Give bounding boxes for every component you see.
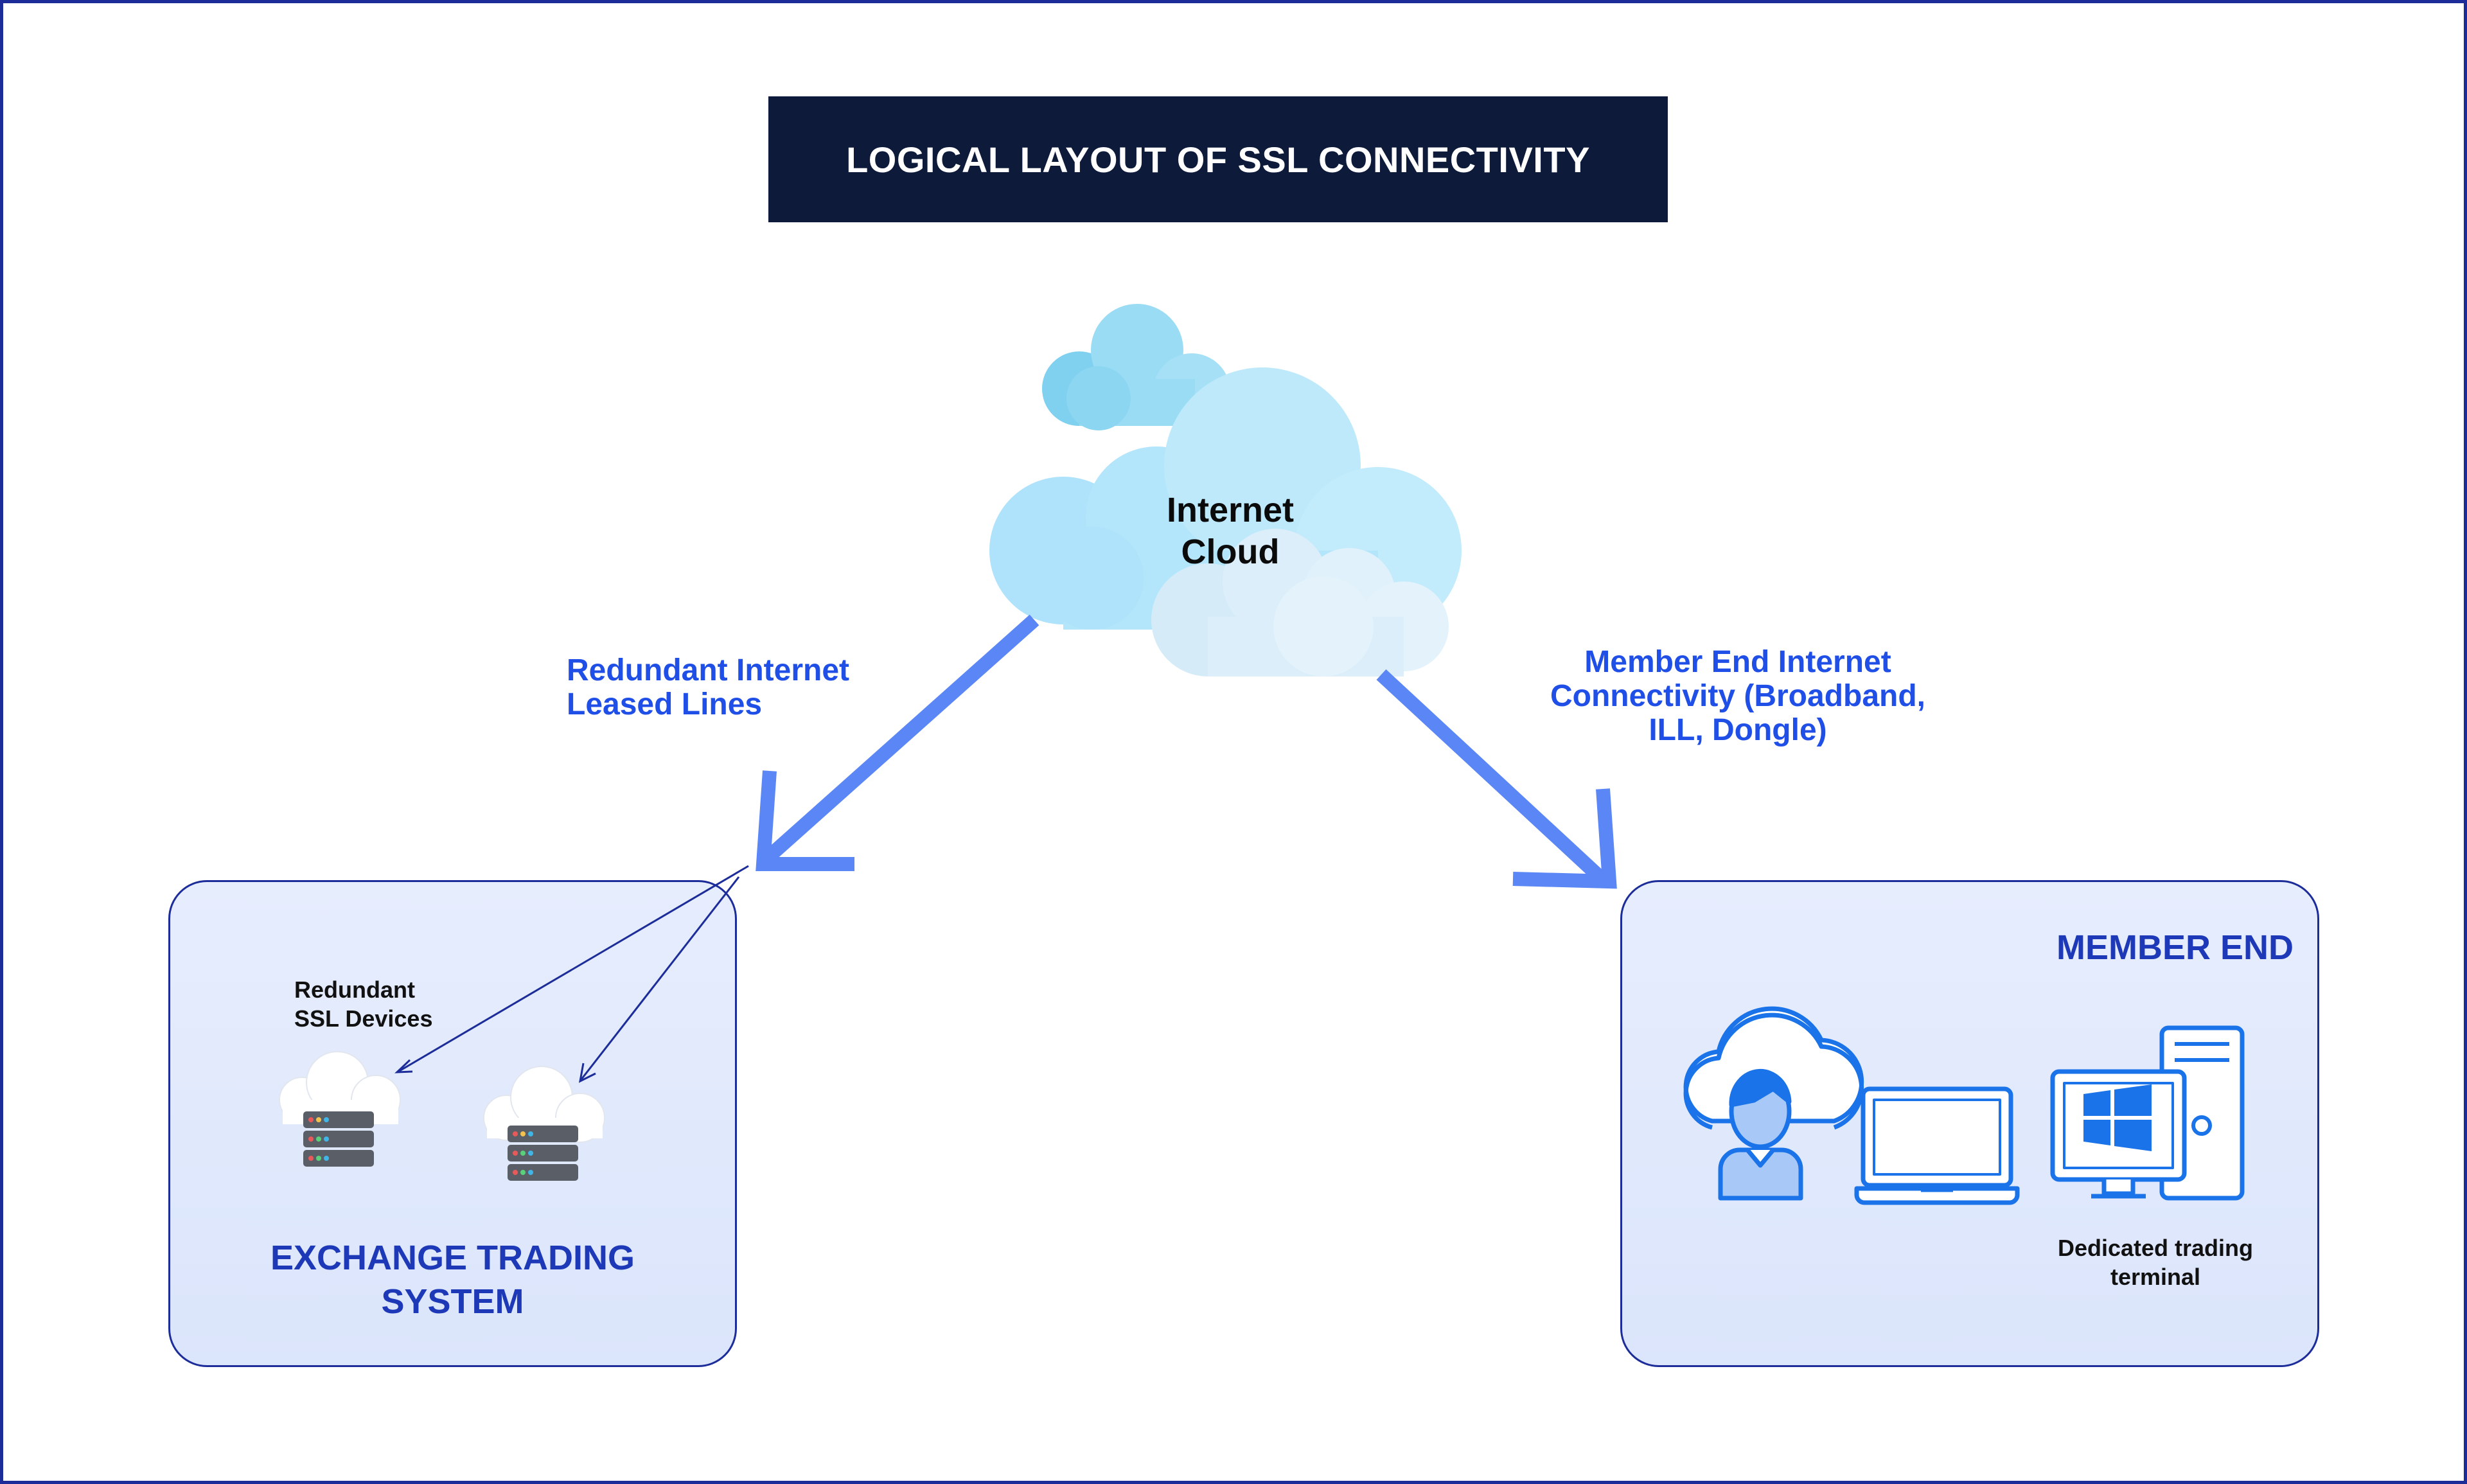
trading-terminal-line2: terminal	[2110, 1264, 2201, 1290]
member-connectivity-line2: Connectivity (Broadband,	[1550, 678, 1926, 713]
cloud-icon	[989, 304, 1462, 676]
member-connectivity-line3: ILL, Dongle)	[1649, 712, 1827, 747]
member-connectivity-line1: Member End Internet	[1584, 645, 1891, 679]
user-cloud-icon	[1683, 1006, 1864, 1201]
ssl-devices-label: Redundant SSL Devices	[294, 975, 432, 1033]
cloud-label-line1: Internet	[1166, 491, 1295, 529]
server-icon	[483, 1066, 605, 1181]
leased-lines-arrow	[756, 614, 1039, 871]
ssl-devices-line1: Redundant	[294, 976, 415, 1003]
member-connectivity-arrow	[1376, 669, 1617, 889]
internet-cloud-label: Internet Cloud	[1102, 490, 1359, 573]
ssl-devices-line2: SSL Devices	[294, 1005, 433, 1032]
diagram-title: LOGICAL LAYOUT OF SSL CONNECTIVITY	[768, 96, 1668, 222]
cloud-label-line2: Cloud	[1181, 532, 1280, 571]
server-icon	[279, 1051, 401, 1167]
device-pointer-arrows	[394, 865, 749, 1083]
trading-terminal-label: Dedicated trading terminal	[2024, 1233, 2287, 1291]
exchange-title-line2: SYSTEM	[381, 1282, 524, 1321]
laptop-icon	[1854, 1086, 2020, 1205]
exchange-trading-title: EXCHANGE TRADING SYSTEM	[168, 1237, 737, 1323]
windows-logo-icon	[2083, 1084, 2152, 1151]
diagram-title-text: LOGICAL LAYOUT OF SSL CONNECTIVITY	[846, 139, 1590, 180]
trading-terminal-line1: Dedicated trading	[2057, 1235, 2254, 1261]
leased-lines-line2: Leased Lines	[567, 687, 763, 721]
member-end-title: MEMBER END	[2056, 928, 2294, 967]
member-connectivity-label: Member End Internet Connectivity (Broadb…	[1513, 645, 1963, 747]
exchange-trading-panel	[168, 880, 737, 1367]
leased-lines-label: Redundant Internet Leased Lines	[567, 653, 849, 722]
exchange-title-line1: EXCHANGE TRADING	[270, 1239, 635, 1277]
leased-lines-line1: Redundant Internet	[567, 653, 849, 687]
